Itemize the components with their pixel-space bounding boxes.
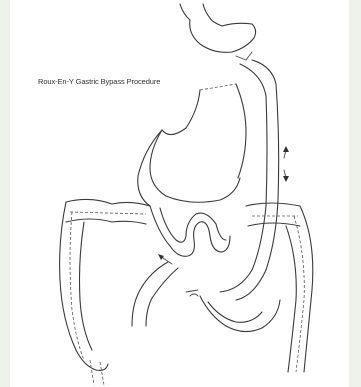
small-intestine bbox=[132, 206, 230, 326]
gastric-pouch bbox=[190, 18, 256, 60]
esophagus bbox=[180, 4, 210, 20]
jejunum-loop bbox=[200, 296, 280, 332]
descending-colon bbox=[286, 206, 313, 372]
roux-limb bbox=[220, 60, 289, 300]
ascending-colon bbox=[60, 202, 108, 385]
remnant-stomach bbox=[138, 84, 246, 206]
